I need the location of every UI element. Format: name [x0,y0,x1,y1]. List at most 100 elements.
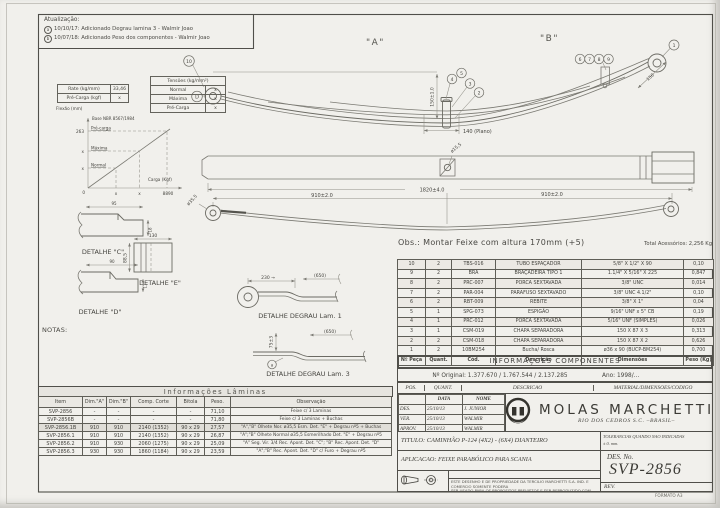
lamina-dim-b: - [106,415,131,424]
balloon-9: 9 [607,57,610,63]
balloon-8: 8 [598,57,601,63]
component-desc: PORCA SEXTAVADA [495,278,582,289]
lamina-bitola: 90 x 29 [176,431,205,440]
component-code: TBS-016 [451,259,496,270]
half-length-right: 910±2.0 [541,192,563,198]
component-desc: CHAPA SEPARADORA [495,326,582,337]
component-row: 5 1 SPG-073 ESPIGÃO 9/16" UNF x 5" CB 0,… [397,306,714,318]
rate-row: Pré-Carga (kgf) x [57,93,130,103]
component-desc: Bucha/ Rosca [495,345,582,356]
notes-block: NOTAS: [42,324,242,336]
revision-mark: b [44,35,52,43]
lamina-dim-b: - [106,407,131,416]
tension-label: Máxima [150,94,206,104]
eye-dim-150: 150 [645,72,655,82]
detail-c-thick: 18 [148,227,153,233]
legal-line1: ESTE DESENHO E DE PROPRIEDADE DA TERCILI… [451,479,589,489]
component-pos: 7 [397,287,426,299]
degrau1-label: DETALHE DEGRAU Lam. 1 [258,312,342,320]
col-comp-corte: Comp. Corte [130,396,177,408]
components-header-row: Nº Peça Quant. Cód. Descrição Dimensões … [397,354,714,367]
balloon-1: 1 [673,43,676,49]
balloon-5: 5 [460,71,463,77]
half-length-left: 910±2.0 [311,193,333,199]
degrau3-dim-650: (650) [324,329,336,335]
component-desc: TUBO ESPAÇADOR [495,259,582,270]
component-dims: 150 X 87 X 2 [581,335,684,347]
rate-value: 33,46 [109,84,130,94]
lamina-observacao: "A","B" Olhete Nor. ø35,5 Esm. Det. "E" … [230,423,392,432]
drawing-number-block: DES. No. SVP-2856 [600,450,713,483]
lamina-item: SVP-2856.3 [38,447,83,456]
origin-label: 0 [82,190,85,195]
component-desc: BRAÇADEIRA TIPO 1 [495,268,582,280]
component-code: PRC-012 [451,316,496,328]
lamina-row: SVP-2856.3 930 930 1860 (1184) 90 x 29 2… [38,447,392,456]
lamina-peso: 25,09 [204,439,231,448]
rate-label: Rate (kg/mm) [57,84,111,94]
lamina-peso: 71,10 [204,407,231,416]
component-dims: 3/8" UNC [581,278,684,289]
component-weight: 0,10 [683,259,714,270]
components-table: 10 2 TBS-016 TUBO ESPAÇADOR 5/8" X 1/2" … [397,259,714,367]
detail-d: 90 11 DETALHE "D" [77,259,148,316]
detail-e-height: 88,5 [123,253,129,263]
lamina-item: SVP-2856.1B [38,423,83,432]
lamina-row: SVP-2856B - - - - 71,80 Feixe c/ 3 Lamin… [38,415,392,424]
lamina-peso: 26,87 [204,431,231,440]
detail-e-label: DETALHE "E" [139,279,181,287]
lamina-comp-corte: 2060 (1275) [130,439,177,448]
des-no-label: DES. No. [607,453,634,461]
company-address: RIO DOS CEDROS S.C. –BRASIL– [578,417,675,424]
detail-d-label: DETALHE "D" [79,308,122,316]
component-qty: 1 [425,326,452,337]
component-code: CSM-019 [451,326,496,337]
lamina-bitola: 90 x 29 [176,447,205,456]
lamina-row: SVP-2856 - - - - 71,10 Feixe c/ 3 Lamina… [38,407,392,416]
lamina-peso: 27,57 [204,423,231,432]
ytick-maxima: x [82,149,85,154]
lamina-item: SVP-2856.1 [38,431,83,440]
degrau3-label: DETALHE DEGRAU Lam. 3 [266,370,350,378]
col-dim-a: Dim."A" [82,396,107,408]
component-weight: 0,19 [683,306,714,318]
sheet-frame [6,3,716,504]
lamina-dim-a: - [82,407,107,416]
component-weight: 0,04 [683,297,714,308]
laminas-table: Item Dim."A" Dim."B" Comp. Corte Bitola … [38,396,392,456]
tolerances-cell: TOLERANCIAS QUANDO NAO INDICADAS ± 0. mm… [600,431,713,451]
component-weight: 0,026 [683,316,714,328]
tension-value: x [205,94,226,104]
component-dims: 9/16" UNF x 5" CB [581,306,684,318]
component-code: SPG-073 [451,306,496,318]
component-desc: ESPIGÃO [495,306,582,318]
component-code: PAR-004 [451,287,496,299]
balloon-7: 7 [588,57,591,63]
legal-line2: SER USADO PARA OS PROPOSITOS PREVISTOS E… [451,488,591,492]
original-row: Nº Original: 1.377.670 / 1.767.544 / 2.1… [397,368,713,383]
component-pos: 10 [397,259,426,270]
obs-line: Obs.: Montar Feixe com altura 170mm (+5)… [398,238,712,247]
component-row: 10 2 TBS-016 TUBO ESPAÇADOR 5/8" X 1/2" … [397,259,714,270]
component-dims: 5/8" X 1/2" X 90 [581,259,684,270]
component-dims: 5/16" UNF (SIMPLES) [581,316,684,328]
detail-e: 130 88,5 DETALHE "E" [123,233,181,287]
component-dims: ø36 x 90 (BUCP-BM254) [581,345,684,356]
sign-name: WALMIR [462,414,505,425]
precarga-label: Pré-carga [91,126,111,131]
detail-degrau-lam1: 230 → (650) DETALHE DEGRAU Lam. 1 [237,273,342,320]
component-code: RBT-009 [451,297,496,308]
lamina-comp-corte: 2140 (1352) [130,431,177,440]
component-pos: 5 [397,306,426,318]
lamina-dim-b: 930 [106,439,131,448]
component-weight: 0,313 [683,326,714,337]
component-desc: PORCA SEXTAVADA [495,316,582,328]
component-desc: CHAPA SEPARADORA [495,335,582,347]
titulo-cell: TITULO: CAMINHÃO P-124 (4X2) - (6X4) DIA… [397,431,601,451]
spring-side-view [204,53,667,129]
spring-plan-view: ø15,5 1820±4.0 [201,142,694,194]
balloon-2: 2 [478,91,481,97]
